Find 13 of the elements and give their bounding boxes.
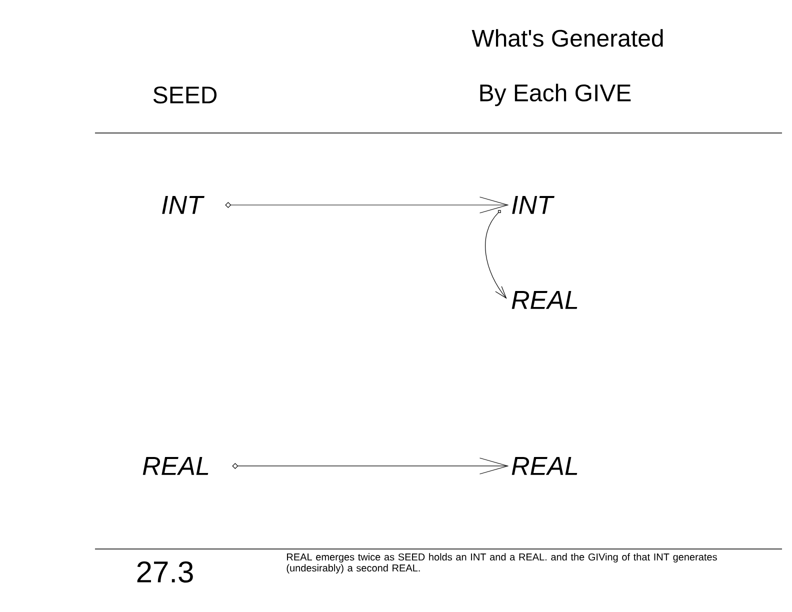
column-heading: By Each GIVE bbox=[480, 84, 631, 106]
type-label: INT bbox=[162, 196, 204, 214]
column-heading: What's Generated bbox=[472, 29, 663, 47]
arrow bbox=[232, 458, 509, 474]
type-label: INT bbox=[512, 196, 554, 214]
type-label: REAL bbox=[512, 457, 578, 475]
arrow bbox=[485, 210, 507, 299]
type-label: REAL bbox=[142, 457, 208, 475]
caption: REAL emerges twice as SEED holds an INT and a REAL. and the GIVing of that INT generates (undesirably) a second REAL. bbox=[286, 553, 717, 574]
arrow bbox=[225, 196, 509, 214]
type-label: REAL bbox=[512, 291, 578, 309]
figure-number: 27.3 bbox=[137, 561, 193, 583]
column-heading: SEED bbox=[153, 86, 217, 104]
